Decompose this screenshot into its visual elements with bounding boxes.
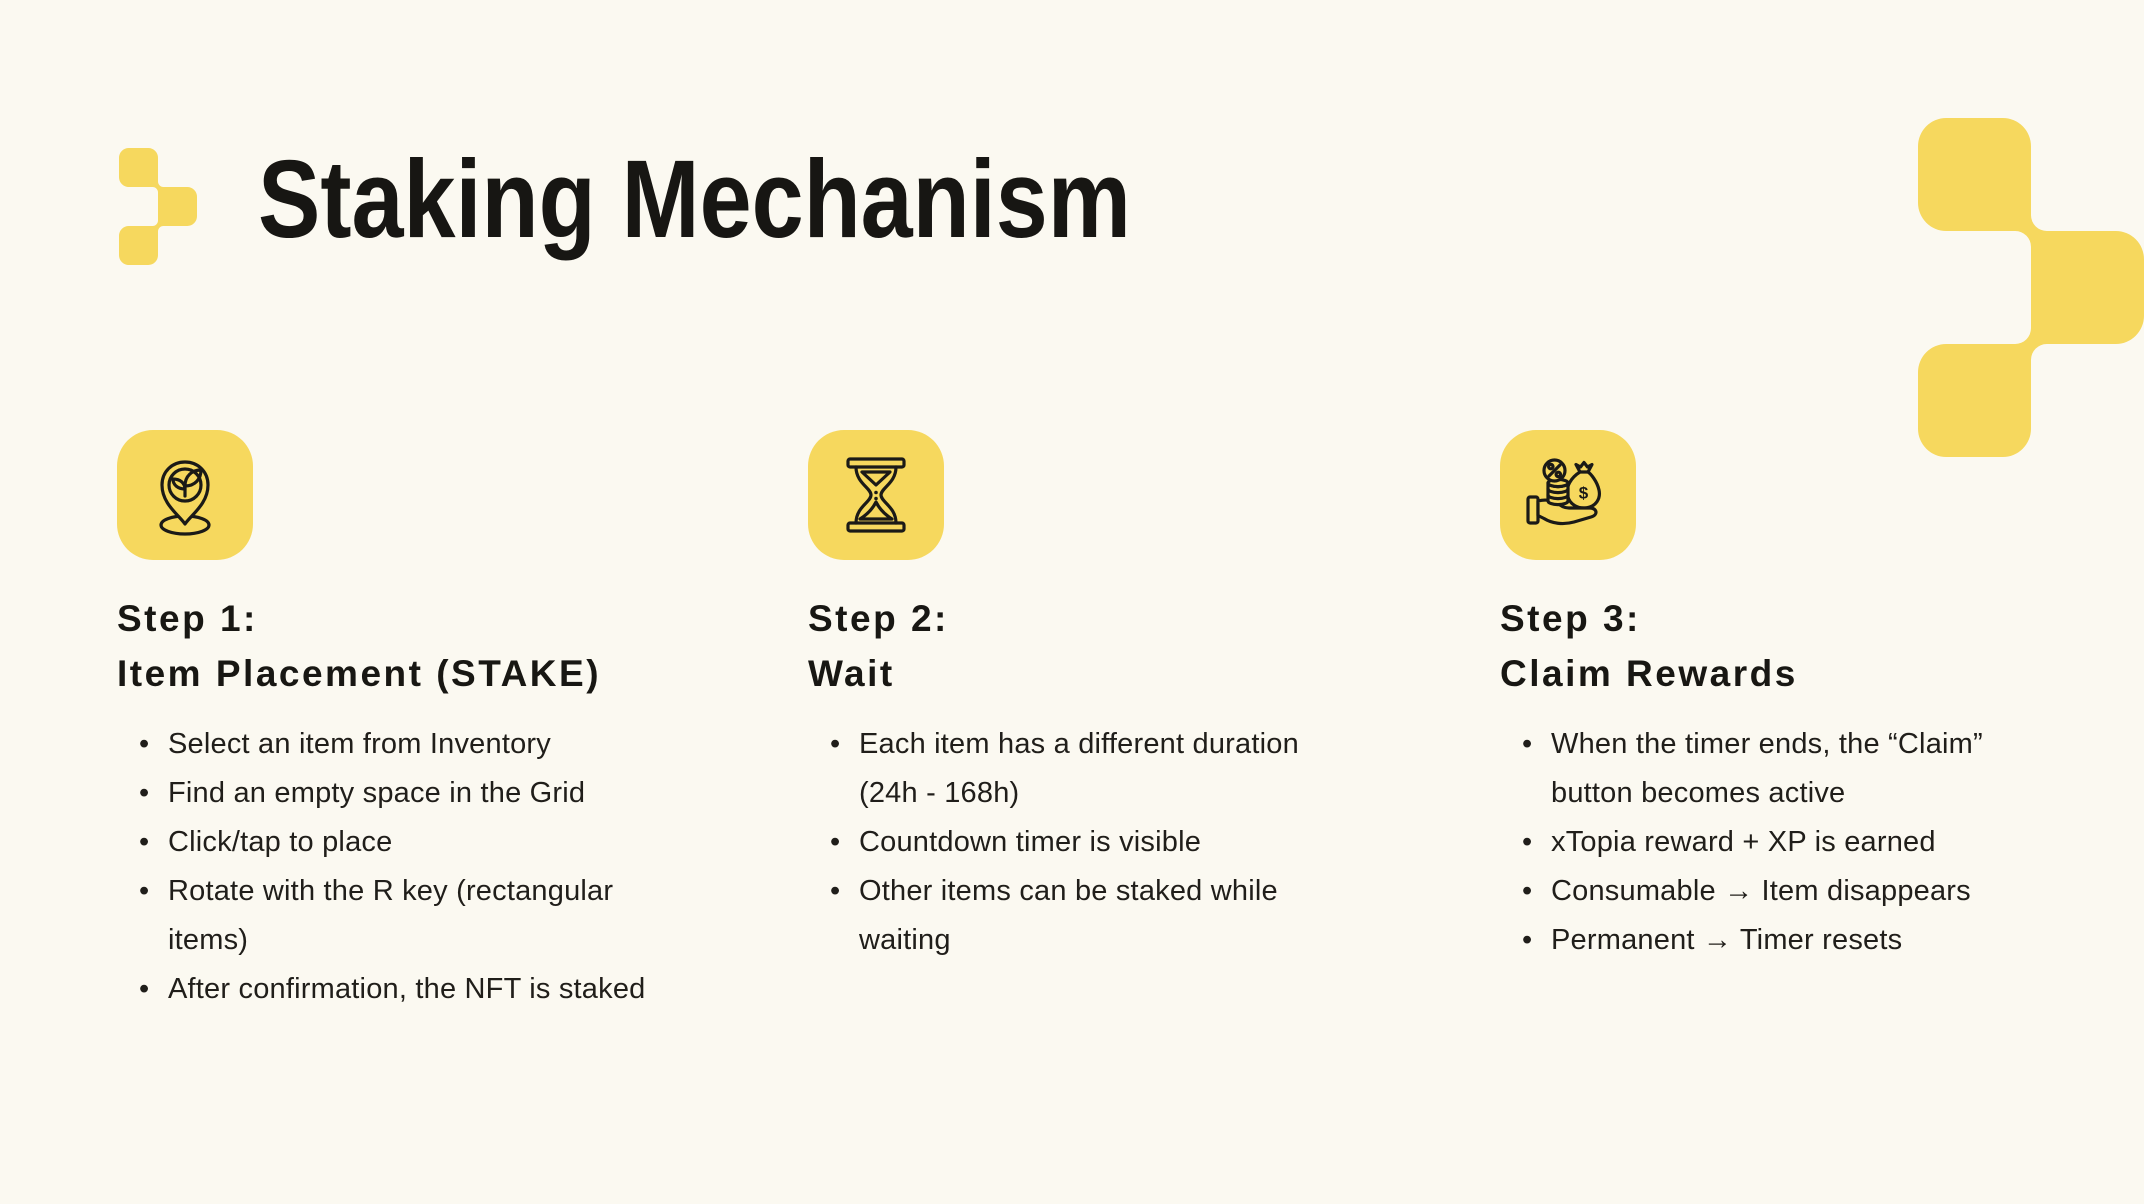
hand-holding-money-icon: $	[1526, 458, 1602, 526]
bullet-item: Countdown timer is visible	[830, 818, 1338, 867]
step-1-icon-tile	[117, 430, 253, 560]
step-heading: Step 1: Item Placement (STAKE)	[117, 591, 662, 701]
bullet-item: Other items can be staked while waiting	[830, 867, 1338, 965]
step-label: Step 3:	[1500, 598, 1641, 639]
pixel-cluster-icon	[1918, 118, 2144, 457]
step-3-icon-tile: $	[1500, 430, 1636, 560]
hourglass-icon	[846, 457, 906, 533]
step-label: Step 1:	[117, 598, 258, 639]
step-3-column: $ Step 3: Claim Rewards When the timer	[1500, 430, 2045, 965]
step-1-column: Step 1: Item Placement (STAKE) Select an…	[117, 430, 662, 1014]
pixel-cluster-icon	[119, 148, 197, 265]
step-heading: Step 3: Claim Rewards	[1500, 591, 2045, 701]
bullet-item: Select an item from Inventory	[139, 720, 662, 769]
bullet-item: Click/tap to place	[139, 818, 662, 867]
step-label: Step 2:	[808, 598, 949, 639]
brand-pixel-logo-large	[1918, 118, 2144, 457]
page-title: Staking Mechanism	[258, 138, 1131, 261]
step-2-bullets: Each item has a different duration (24h …	[808, 720, 1338, 965]
bullet-item: After confirmation, the NFT is staked	[139, 965, 662, 1014]
brand-pixel-logo-small	[119, 148, 197, 265]
step-2-icon-tile	[808, 430, 944, 560]
step-1-bullets: Select an item from Inventory Find an em…	[117, 720, 662, 1014]
bullet-item: When the timer ends, the “Claim” button …	[1522, 720, 2045, 818]
bullet-item: Each item has a different duration (24h …	[830, 720, 1338, 818]
bullet-item: Find an empty space in the Grid	[139, 769, 662, 818]
bullet-item: Permanent → Timer resets	[1522, 916, 2045, 965]
bullet-item: Rotate with the R key (rectangular items…	[139, 867, 662, 965]
step-title: Wait	[808, 653, 895, 694]
step-3-bullets: When the timer ends, the “Claim” button …	[1500, 720, 2045, 965]
step-title: Claim Rewards	[1500, 653, 1798, 694]
step-heading: Step 2: Wait	[808, 591, 1338, 701]
bullet-item: xTopia reward + XP is earned	[1522, 818, 2045, 867]
svg-text:$: $	[1579, 484, 1589, 503]
bullet-item: Consumable → Item disappears	[1522, 867, 2045, 916]
step-2-column: Step 2: Wait Each item has a different d…	[808, 430, 1338, 965]
location-pin-sprout-icon	[159, 460, 211, 536]
step-title: Item Placement (STAKE)	[117, 653, 602, 694]
